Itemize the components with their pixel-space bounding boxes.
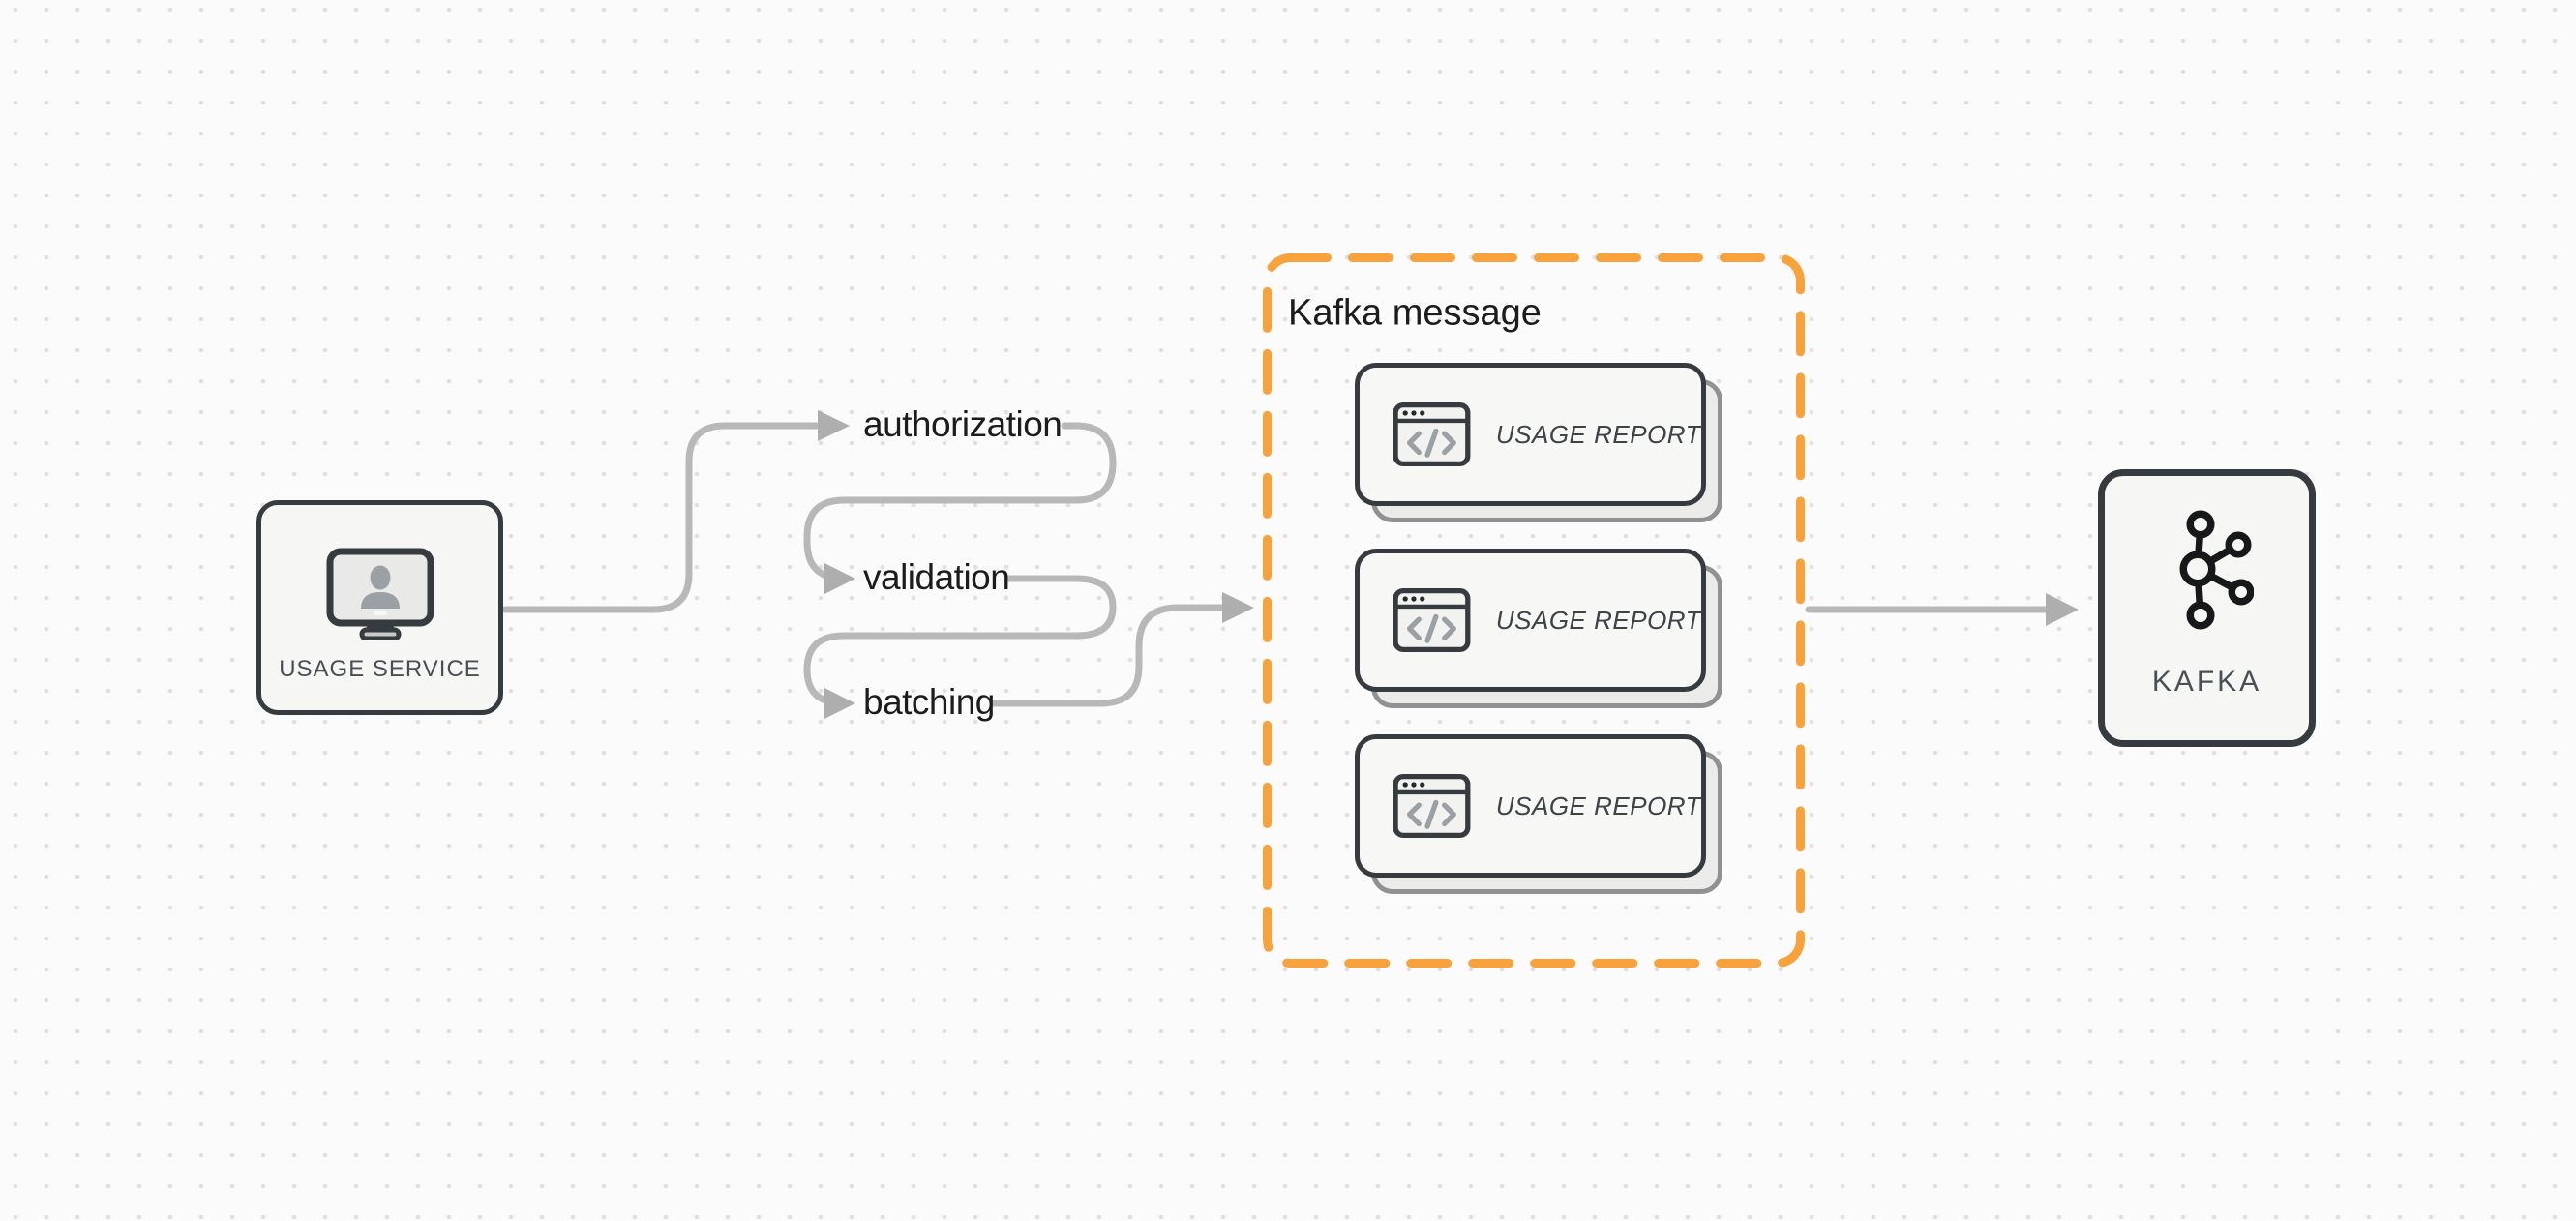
kafka-node: KAFKA <box>2098 469 2316 747</box>
usage-report-card: USAGE REPORT <box>1355 549 1724 710</box>
arrowhead-validation <box>824 563 855 594</box>
usage-service-node: USAGE SERVICE <box>256 500 503 715</box>
usage-report-label: USAGE REPORT <box>1495 419 1701 449</box>
usage-report-card: USAGE REPORT <box>1355 734 1724 896</box>
step-label-batching: batching <box>863 682 995 723</box>
connector-authorization-to-validation <box>803 422 1117 582</box>
code-window-icon <box>1393 774 1471 838</box>
usage-report-label: USAGE REPORT <box>1495 790 1701 820</box>
kafka-label: KAFKA <box>2151 666 2262 698</box>
kafka-message-group-title: Kafka message <box>1288 292 1542 334</box>
usage-report-card-front: USAGE REPORT <box>1355 363 1706 506</box>
kafka-logo-icon <box>2179 510 2254 630</box>
usage-report-card: USAGE REPORT <box>1355 363 1724 524</box>
arrowhead-batching <box>824 688 855 719</box>
step-label-authorization: authorization <box>863 404 1063 445</box>
arrowhead-kafka <box>2046 593 2079 626</box>
connector-batching-to-kafka-message <box>989 604 1227 707</box>
code-window-icon <box>1393 588 1471 652</box>
arrowhead-kafka-message <box>1222 592 1254 623</box>
usage-report-card-front: USAGE REPORT <box>1355 549 1706 692</box>
arrowhead-authorization <box>818 410 850 441</box>
usage-service-label: USAGE SERVICE <box>279 656 481 682</box>
connector-usage-service-to-authorization <box>501 422 823 613</box>
usage-report-card-front: USAGE REPORT <box>1355 734 1706 878</box>
step-label-validation: validation <box>863 557 1010 598</box>
code-window-icon <box>1393 402 1471 466</box>
usage-report-label: USAGE REPORT <box>1495 605 1701 635</box>
user-monitor-icon <box>326 548 434 640</box>
